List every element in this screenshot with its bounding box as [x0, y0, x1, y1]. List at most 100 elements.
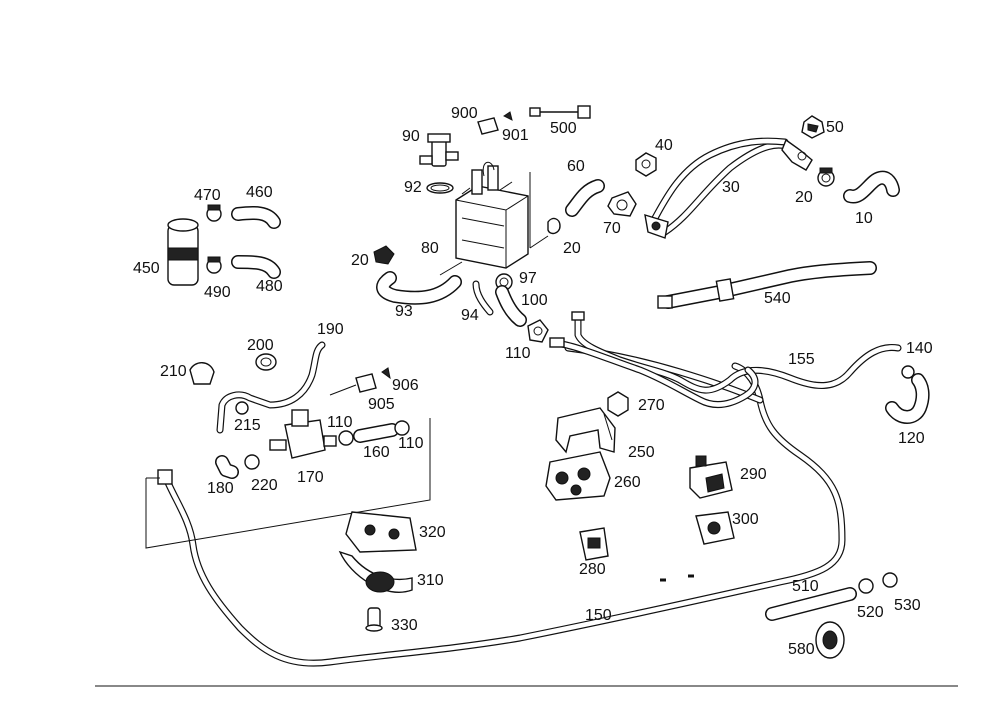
- grommet-140: [901, 365, 915, 379]
- label-260: 260: [614, 474, 641, 491]
- label-250: 250: [628, 444, 655, 461]
- clamp-220: [244, 454, 260, 470]
- part-905: [329, 373, 377, 396]
- label-310: 310: [417, 572, 444, 589]
- label-20-right: 20: [795, 189, 813, 206]
- label-170: 170: [297, 469, 324, 486]
- label-460: 460: [246, 184, 273, 201]
- part-labels: 900 901 500 90 92 40 50 60 30 70 20 10 4…: [133, 105, 933, 658]
- label-190: 190: [317, 321, 344, 338]
- label-220: 220: [251, 477, 278, 494]
- clamp-470: [206, 204, 222, 222]
- label-20-left: 20: [351, 252, 369, 269]
- clamp-110-b: [394, 420, 410, 436]
- label-70: 70: [603, 220, 621, 237]
- part-70-flange: [607, 191, 637, 217]
- label-300: 300: [732, 511, 759, 528]
- clamp-520: [858, 578, 874, 594]
- label-100: 100: [521, 292, 548, 309]
- hose-460: [231, 206, 281, 229]
- valve-170: [269, 409, 337, 459]
- pipe-540: [657, 261, 877, 309]
- flange-110-top: [527, 319, 549, 343]
- part-906: [381, 367, 391, 380]
- label-210: 210: [160, 363, 187, 380]
- label-215: 215: [234, 417, 261, 434]
- hose-100: [495, 285, 527, 327]
- label-110-b: 110: [398, 435, 424, 452]
- label-905: 905: [368, 396, 395, 413]
- label-901: 901: [502, 127, 529, 144]
- hose-160: [353, 423, 399, 443]
- label-530: 530: [894, 597, 921, 614]
- clip-260: [545, 451, 611, 501]
- label-450: 450: [133, 260, 160, 277]
- bracket-250: [555, 407, 616, 454]
- grommet-580: [815, 621, 845, 659]
- part-901: [503, 111, 513, 121]
- elbow-180: [215, 455, 239, 479]
- connector-20-left: [373, 245, 395, 265]
- label-520: 520: [857, 604, 884, 621]
- clamp-490: [206, 256, 222, 274]
- hose-480: [231, 255, 281, 279]
- label-120: 120: [898, 430, 925, 447]
- label-270: 270: [638, 397, 665, 414]
- label-580: 580: [788, 641, 815, 658]
- label-200: 200: [247, 337, 274, 354]
- clamp-110-a: [338, 430, 354, 446]
- label-92: 92: [404, 179, 422, 196]
- clamp-20-right: [817, 167, 835, 187]
- label-60: 60: [567, 158, 585, 175]
- hose-94: [472, 280, 494, 316]
- label-540: 540: [764, 290, 791, 307]
- hose-93: [376, 271, 462, 305]
- label-97: 97: [519, 270, 537, 287]
- label-140: 140: [906, 340, 933, 357]
- group-outline: [145, 418, 431, 549]
- label-10: 10: [855, 210, 873, 227]
- label-93: 93: [395, 303, 413, 320]
- hose-60: [565, 179, 605, 217]
- hose-30: [644, 137, 813, 239]
- clamp-215: [235, 401, 249, 415]
- label-20-mid: 20: [563, 240, 581, 257]
- clamp-530: [882, 572, 898, 588]
- label-80: 80: [421, 240, 439, 257]
- pipe-190: [216, 341, 326, 434]
- label-490: 490: [204, 284, 231, 301]
- label-320: 320: [419, 524, 446, 541]
- shield-310: [338, 550, 413, 593]
- label-160: 160: [363, 444, 390, 461]
- bracket-210: [189, 362, 215, 385]
- label-180: 180: [207, 480, 234, 497]
- clip-320: [345, 511, 417, 553]
- label-94: 94: [461, 307, 479, 324]
- label-155: 155: [788, 351, 815, 368]
- label-40: 40: [655, 137, 673, 154]
- filter-450: [167, 218, 199, 286]
- label-50: 50: [826, 119, 844, 136]
- label-290: 290: [740, 466, 767, 483]
- label-470: 470: [194, 187, 221, 204]
- hose-120: [885, 373, 930, 424]
- label-30: 30: [722, 179, 740, 196]
- label-150: 150: [585, 607, 612, 624]
- part-900: [477, 117, 499, 135]
- label-500: 500: [550, 120, 577, 137]
- grommet-200: [255, 353, 277, 371]
- bracket-290: [689, 455, 733, 499]
- nut-270: [607, 391, 629, 417]
- label-280: 280: [579, 561, 606, 578]
- valve-90: [419, 133, 459, 167]
- label-110-top: 110: [505, 345, 531, 362]
- hose-10: [843, 170, 900, 204]
- label-330: 330: [391, 617, 418, 634]
- part-50-clip: [801, 115, 825, 139]
- clamp-20-mid: [547, 217, 561, 235]
- label-510: 510: [792, 578, 819, 595]
- label-900: 900: [451, 105, 478, 122]
- clip-280: [579, 527, 609, 561]
- label-480: 480: [256, 278, 283, 295]
